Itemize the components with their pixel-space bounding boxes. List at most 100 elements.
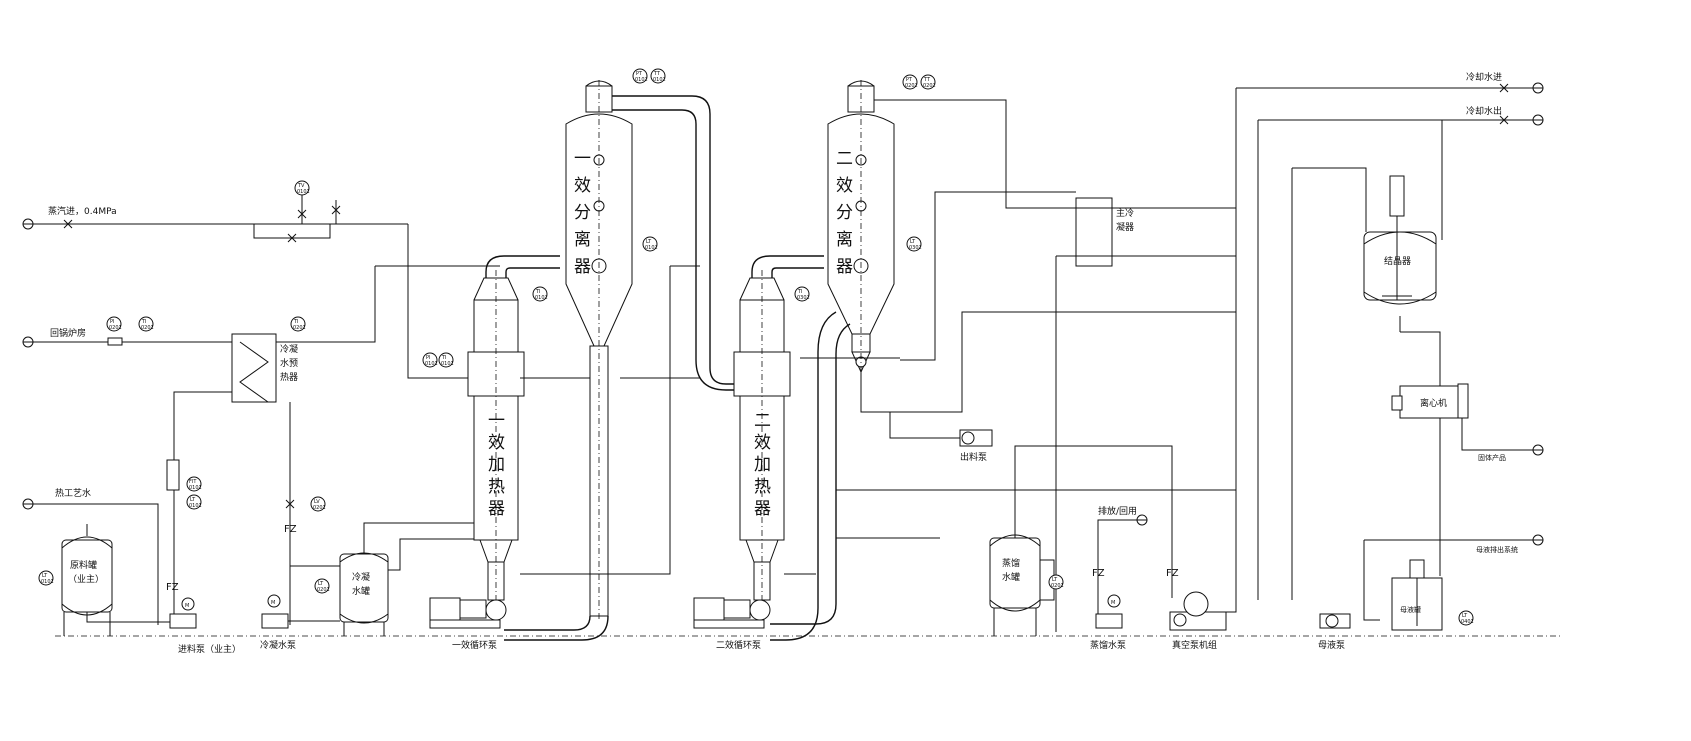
svg-text:分: 分 <box>836 203 853 223</box>
vacuum-pump-unit <box>1169 591 1227 631</box>
svg-text:FIT: FIT <box>189 479 197 485</box>
svg-text:离: 离 <box>836 230 853 250</box>
svg-text:TI: TI <box>141 319 147 325</box>
svg-text:LT: LT <box>1462 613 1468 619</box>
condensate-tank <box>339 552 389 636</box>
svg-text:回锅炉房: 回锅炉房 <box>50 327 86 339</box>
pump-mother-label: 母液泵 <box>1318 639 1345 651</box>
svg-text:FZ: FZ <box>284 524 297 535</box>
mother-liquor-outlet: 母液排出系统 <box>1364 534 1544 554</box>
svg-text:LV: LV <box>314 499 320 505</box>
svg-text:效: 效 <box>836 176 853 196</box>
svg-text:母液排出系统: 母液排出系统 <box>1476 545 1518 554</box>
svg-text:0201: 0201 <box>109 325 122 331</box>
svg-text:离: 离 <box>574 230 591 250</box>
svg-text:LT: LT <box>1052 577 1058 583</box>
svg-text:主冷: 主冷 <box>1116 207 1134 219</box>
svg-text:LT: LT <box>42 573 48 579</box>
svg-text:FZ: FZ <box>166 582 179 593</box>
svg-text:0202: 0202 <box>905 83 918 89</box>
svg-text:0102: 0102 <box>635 77 648 83</box>
svg-text:LT: LT <box>646 239 652 245</box>
svg-text:LT: LT <box>190 497 196 503</box>
svg-text:0201: 0201 <box>313 505 326 511</box>
svg-text:母液罐: 母液罐 <box>1400 605 1421 614</box>
svg-text:蒸汽进，0.4MPa: 蒸汽进，0.4MPa <box>48 205 117 217</box>
cooling-water-outlet: 冷却水出 <box>1258 105 1544 126</box>
svg-text:0102: 0102 <box>645 245 658 251</box>
svg-text:TV: TV <box>297 183 305 189</box>
svg-text:PT: PT <box>906 77 913 83</box>
vapor-2-line <box>874 99 1076 209</box>
svg-text:二: 二 <box>754 411 771 431</box>
svg-text:热工艺水: 热工艺水 <box>55 487 91 499</box>
pump-discharge-label: 出料泵 <box>960 451 987 463</box>
svg-text:水罐: 水罐 <box>1002 571 1020 583</box>
return-boiler-outlet: 回锅炉房 <box>22 327 232 348</box>
pump-vacuum-label: 真空泵机组 <box>1172 639 1217 651</box>
heater-1 <box>467 270 525 601</box>
heater-2 <box>733 270 791 601</box>
main-condenser <box>1075 197 1113 267</box>
svg-text:器: 器 <box>488 499 505 519</box>
svg-text:TT: TT <box>923 77 931 83</box>
pump-cond-label: 冷凝水泵 <box>260 639 296 651</box>
distilled-water-tank <box>989 534 1055 636</box>
svg-text:冷却水出: 冷却水出 <box>1466 105 1502 117</box>
svg-text:热: 热 <box>754 477 771 497</box>
svg-text:一: 一 <box>488 411 505 431</box>
svg-text:一: 一 <box>574 149 591 169</box>
svg-text:M: M <box>1111 600 1115 606</box>
condensate-pump: M <box>261 594 340 629</box>
svg-text:分: 分 <box>574 203 591 223</box>
sep2-downcomer <box>770 311 851 641</box>
svg-text:0201: 0201 <box>317 587 330 593</box>
svg-text:效: 效 <box>488 433 505 453</box>
mother-liquor-pump <box>1319 613 1351 629</box>
svg-text:0101: 0101 <box>297 189 310 195</box>
svg-text:TI: TI <box>535 289 541 295</box>
svg-text:效: 效 <box>754 433 771 453</box>
svg-text:器: 器 <box>836 257 853 277</box>
steam-control-station <box>253 195 341 243</box>
svg-text:固体产品: 固体产品 <box>1478 453 1506 462</box>
svg-text:二: 二 <box>836 149 853 169</box>
heater2-to-sep2 <box>751 255 824 278</box>
svg-text:LT: LT <box>910 239 916 245</box>
svg-text:0201: 0201 <box>141 325 154 331</box>
svg-text:0101: 0101 <box>441 361 454 367</box>
feed-pump: M <box>169 597 197 629</box>
pump-feed-label: 进料泵（业主） <box>178 643 241 655</box>
svg-text:原料罐: 原料罐 <box>70 559 97 571</box>
svg-text:0102: 0102 <box>653 77 666 83</box>
svg-text:0102: 0102 <box>535 295 548 301</box>
svg-text:0302: 0302 <box>909 245 922 251</box>
separator-2 <box>827 80 895 400</box>
heater1-to-sep1 <box>485 255 560 278</box>
crystallizer <box>1363 175 1437 332</box>
centrifuge <box>1391 383 1469 419</box>
svg-text:蒸馏: 蒸馏 <box>1002 557 1020 569</box>
svg-text:（业主）: （业主） <box>68 573 104 585</box>
svg-text:PT: PT <box>636 71 643 77</box>
svg-text:0101: 0101 <box>189 503 202 509</box>
svg-text:0101: 0101 <box>41 579 54 585</box>
svg-text:M: M <box>185 603 189 609</box>
svg-text:冷却水进: 冷却水进 <box>1466 71 1502 83</box>
svg-text:0302: 0302 <box>797 295 810 301</box>
svg-text:加: 加 <box>488 455 505 475</box>
separator-1 <box>504 80 633 641</box>
distilled-pump: M <box>1095 594 1123 629</box>
